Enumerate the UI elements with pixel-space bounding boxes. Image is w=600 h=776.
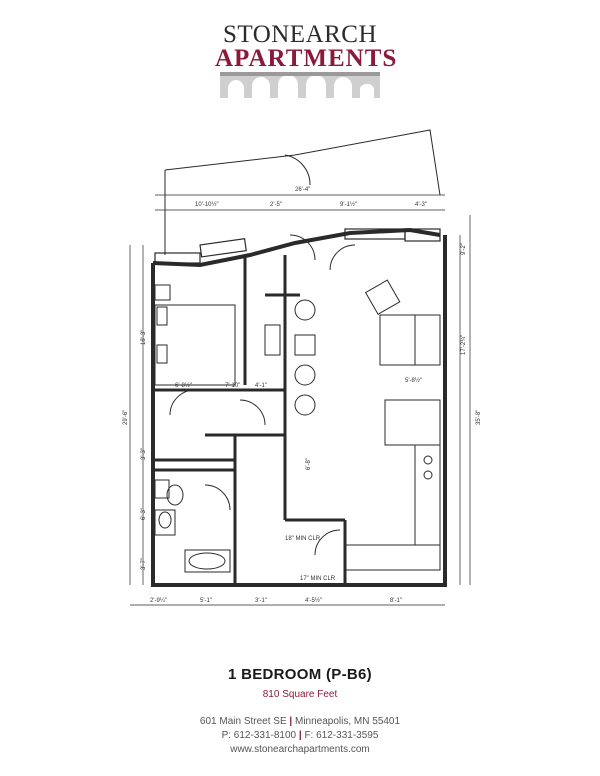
dim-tub: 3'-7"	[141, 558, 147, 570]
min-clr-label-2: 17" MIN CLR	[300, 576, 336, 582]
dim-bath: 6'-3"	[141, 508, 147, 520]
brand-logo: STONEARCH APARTMENTS	[215, 21, 398, 102]
brand-name-line2: APARTMENTS	[215, 45, 398, 72]
dim-overall-depth: 29'-6"	[123, 410, 129, 425]
dim-hall-2: 6'-8"	[306, 458, 312, 470]
unit-square-feet: 810 Square Feet	[262, 689, 338, 700]
balcony-rail-top	[164, 129, 441, 196]
kitchen-island	[384, 399, 441, 446]
dim-hall: 3'-3"	[141, 448, 147, 460]
toilet	[166, 484, 184, 506]
dim-bottom-1: 2'-9¼"	[150, 598, 167, 604]
address-line: 601 Main Street SE | Minneapolis, MN 554…	[0, 716, 600, 727]
separator: |	[298, 730, 305, 741]
unit-title: 1 BEDROOM (P-B6)	[228, 666, 372, 683]
city-address: Minneapolis, MN 55401	[295, 716, 401, 727]
floor-plan: 26'-4" 10'-10½" 2'-5" 9'-1½" 4'-3" 18'-3…	[123, 129, 482, 606]
bed	[154, 304, 236, 386]
stone-arch-icon	[220, 72, 380, 98]
min-clr-label-1: 18" MIN CLR	[285, 536, 321, 542]
dim-closet-3: 4'-1"	[255, 383, 267, 389]
brand-name-line1: STONEARCH	[222, 21, 378, 48]
dim-living-width: 9'-1½"	[340, 201, 357, 208]
fax-number: F: 612-331-3595	[304, 730, 379, 741]
dim-bedroom-width: 10'-10½"	[195, 201, 219, 208]
dim-bed-closet: 6'-8½"	[175, 382, 192, 389]
interior-walls	[153, 255, 347, 585]
exterior-walls	[151, 227, 447, 587]
dim-bottom-5: 8'-1"	[390, 598, 402, 604]
dim-bottom-3: 3'-1"	[255, 598, 267, 604]
dim-closet: 2'-5"	[270, 202, 282, 208]
website-link[interactable]: www.stonearchapartments.com	[230, 744, 370, 755]
dim-kitchen: 5'-8½"	[405, 377, 422, 384]
phone-line: P: 612-331-8100 | F: 612-331-3595	[0, 730, 600, 741]
dim-right-overall: 35'-8"	[476, 410, 482, 425]
dim-right-balcony: 9'-2"	[461, 243, 467, 255]
bathtub	[184, 549, 231, 573]
dim-bedroom-depth: 18'-3"	[141, 330, 147, 345]
phone-number: P: 612-331-8100	[221, 730, 297, 741]
balcony-door-swing	[284, 154, 311, 186]
armchair	[364, 279, 401, 315]
dim-right-living: 17'-2¾"	[461, 335, 467, 355]
sofa	[379, 314, 441, 366]
street-address: 601 Main Street SE	[199, 716, 287, 727]
dim-balcony: 4'-3"	[415, 202, 427, 208]
dim-overall-width: 26'-4"	[295, 187, 310, 193]
dim-bottom-2: 5'-1"	[200, 598, 212, 604]
dim-bottom-4: 4'-5½"	[305, 597, 322, 604]
separator: |	[289, 716, 295, 727]
dim-closet-2: 7'-10"	[225, 383, 240, 389]
